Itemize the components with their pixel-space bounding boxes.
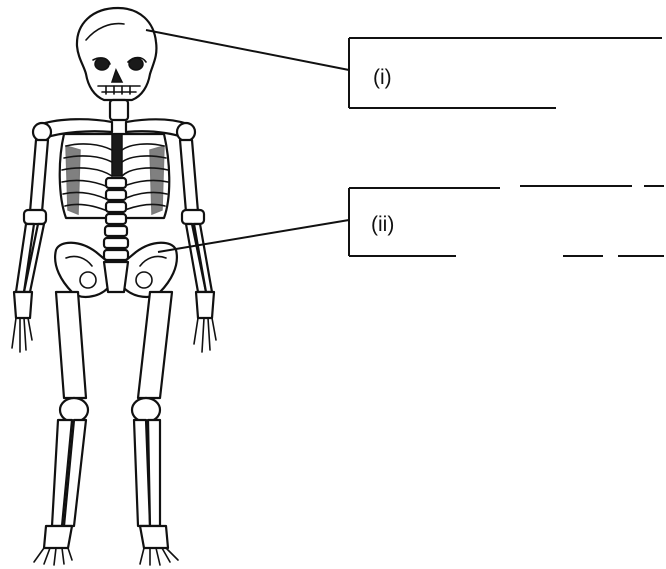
left-arm: [12, 140, 48, 352]
leader-line-i: [146, 30, 349, 70]
label-ii-text: (ii): [371, 213, 394, 237]
label-box-ii: [158, 186, 664, 256]
skull: [77, 8, 157, 100]
right-leg: [132, 292, 178, 565]
left-leg: [34, 292, 88, 565]
label-box-i: [146, 30, 662, 108]
neck: [110, 100, 128, 120]
label-i-text: (i): [373, 66, 392, 90]
spine: [104, 178, 128, 260]
